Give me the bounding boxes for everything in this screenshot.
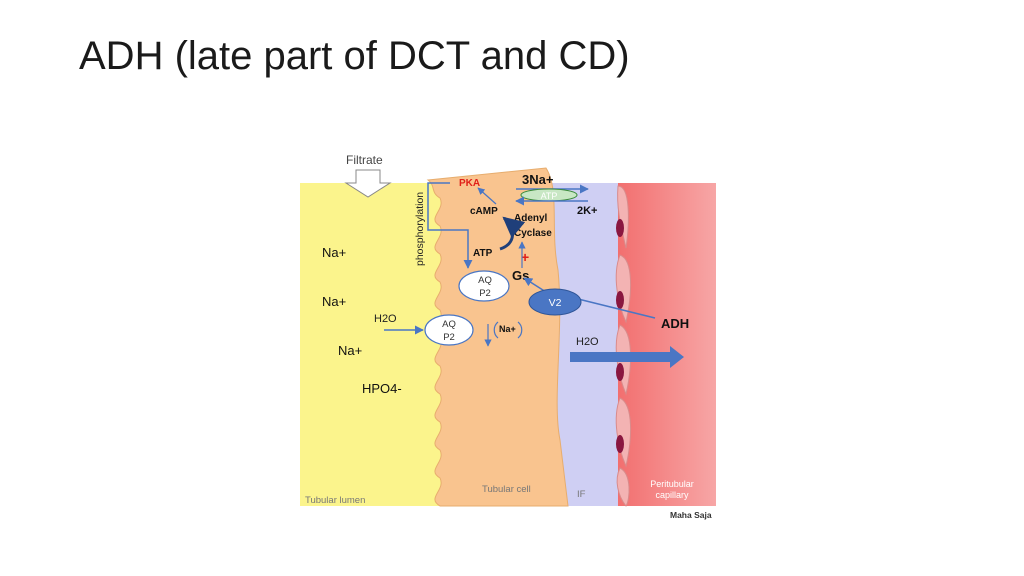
h2o-lumen-label: H2O	[374, 313, 397, 325]
tubular-lumen-label: Tubular lumen	[305, 495, 365, 506]
lumen-ion: Na+	[338, 343, 362, 358]
phosphorylation-arrow	[427, 182, 473, 269]
na-channel-bracket-right	[517, 321, 523, 339]
capillary-region	[618, 183, 716, 506]
atp-pump-label: ATP	[541, 191, 558, 201]
h2o-if-label: H2O	[576, 336, 599, 348]
filtrate-label: Filtrate	[346, 153, 383, 167]
lumen-ion: Na+	[322, 294, 346, 309]
cyclase-label: Cyclase	[514, 228, 552, 239]
slide-title: ADH (late part of DCT and CD)	[79, 34, 630, 78]
aqp2-lower-line2: P2	[443, 332, 455, 343]
camp-label: cAMP	[470, 206, 498, 217]
if-label: IF	[577, 489, 586, 500]
atp-label: ATP	[473, 248, 493, 259]
na-channel-label: Na+	[499, 324, 516, 334]
tubular-cell	[426, 167, 569, 507]
aqp2-vesicle-upper	[458, 270, 510, 302]
plus-sign: +	[521, 249, 529, 265]
adh-label: ADH	[661, 316, 689, 331]
na-channel-bracket-left	[493, 321, 499, 339]
pka-label: PKA	[459, 178, 480, 189]
nucleus	[616, 435, 624, 453]
nucleus	[616, 291, 624, 309]
aqp2-upper-line1: AQ	[478, 275, 492, 286]
cyclase-conversion-arrow	[499, 216, 526, 251]
k2-label: 2K+	[577, 205, 598, 217]
aqp2-upper-line2: P2	[479, 288, 491, 299]
nucleus	[616, 363, 624, 381]
tubular-lumen-region	[300, 183, 460, 506]
adenyl-label: Adenyl	[514, 213, 548, 224]
credit-label: Maha Saja	[670, 510, 712, 520]
peritubular-label-line1: Peritubular	[650, 479, 694, 489]
aqp2-lower-line1: AQ	[442, 319, 456, 330]
v2-to-gs-arrow	[523, 277, 547, 293]
na3-label: 3Na+	[522, 172, 554, 187]
peritubular-label-line2: capillary	[655, 490, 689, 500]
tubular-cell-label: Tubular cell	[482, 484, 531, 495]
h2o-to-capillary-arrow-icon	[570, 346, 684, 368]
v2-receptor	[528, 288, 582, 316]
lumen-ion: HPO4-	[362, 381, 402, 396]
camp-to-pka-arrow	[477, 187, 497, 205]
phosphorylation-label: phosphorylation	[414, 192, 426, 266]
filtrate-arrow-icon	[344, 169, 392, 198]
nucleus	[616, 219, 624, 237]
aqp2-channel-lower	[424, 314, 474, 346]
gs-label: Gs	[512, 268, 529, 283]
v2-label: V2	[549, 297, 562, 309]
lumen-ion: Na+	[322, 245, 346, 260]
